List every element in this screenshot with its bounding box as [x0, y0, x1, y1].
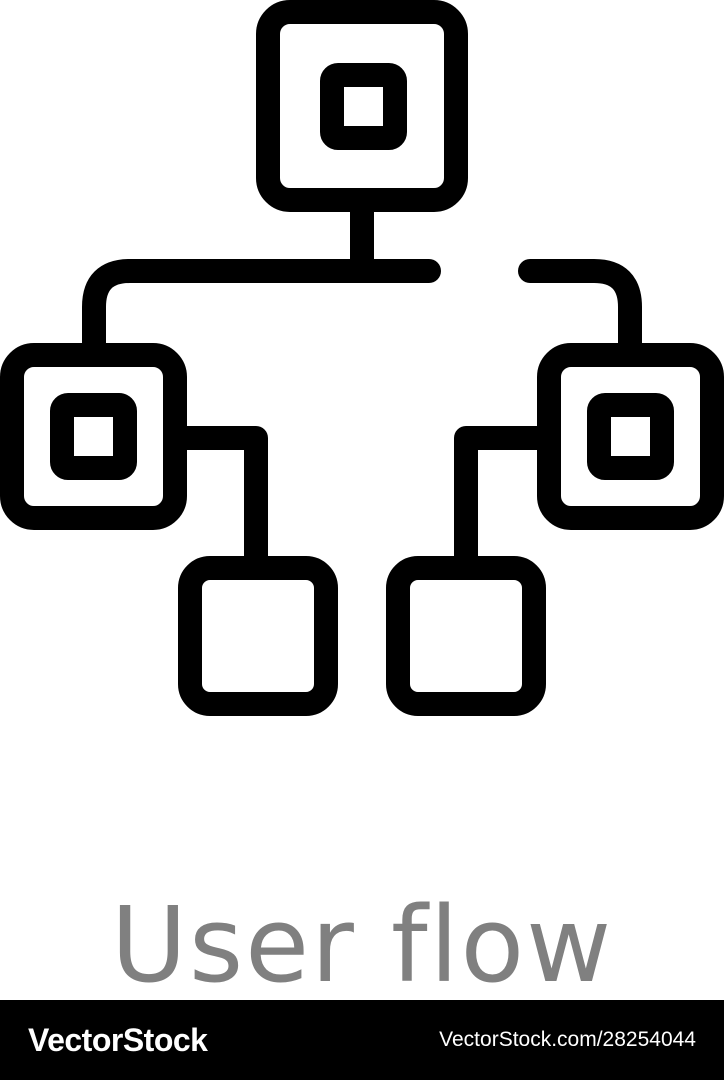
- right-node-inner-square: [587, 393, 674, 480]
- top-node-outer-square: [256, 0, 468, 212]
- right-child-connector: [454, 426, 561, 580]
- user-flow-icon: [0, 0, 724, 716]
- right-node-outer-square: [537, 343, 724, 530]
- top-node-inner-square: [320, 63, 407, 150]
- right-branch-connector: [518, 259, 642, 366]
- left-node-outer-square: [0, 343, 187, 530]
- watermark-footer-bar: VectorStock VectorStock.com/28254044: [0, 1000, 724, 1080]
- bottom-left-node-square: [178, 556, 338, 716]
- image-id-url: VectorStock.com/28254044: [439, 1028, 696, 1051]
- bottom-right-node-square: [386, 556, 546, 716]
- brand-logo-text: VectorStock: [28, 1021, 208, 1058]
- icon-caption: User flow: [110, 884, 614, 1006]
- left-child-connector: [163, 426, 268, 580]
- left-node-inner-square: [50, 393, 137, 480]
- left-branch-connector: [82, 259, 441, 366]
